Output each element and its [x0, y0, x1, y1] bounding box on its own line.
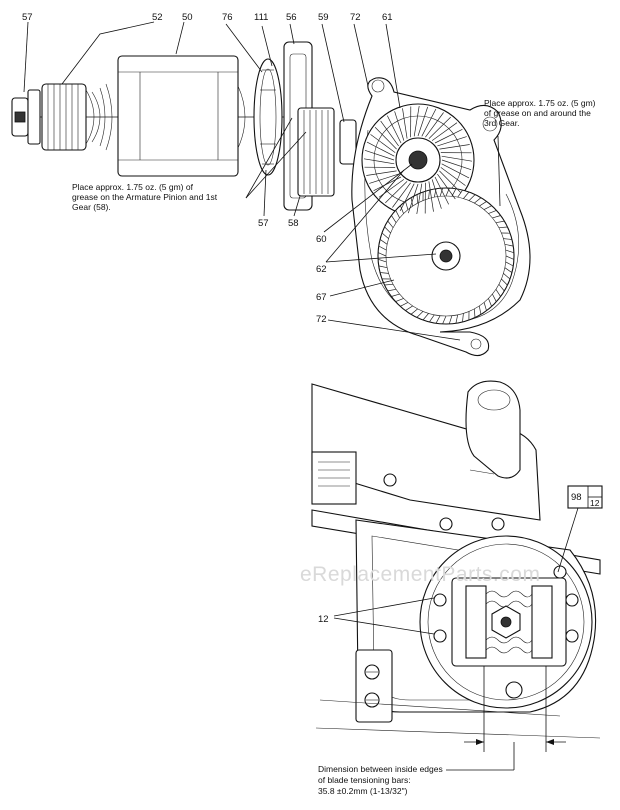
saw-head-assembly: [311, 380, 601, 739]
callout-56: 56: [286, 12, 297, 23]
armature-core-50: [99, 55, 246, 177]
leader-lines-top: [23, 21, 501, 341]
watermark: eReplacementParts.com: [300, 563, 540, 586]
ref-98-sub-label: 12: [590, 498, 600, 508]
callout-59: 59: [318, 12, 329, 23]
dimension-indicator: [446, 666, 566, 771]
bearing-57-left: [11, 89, 41, 145]
callout-52: 52: [152, 12, 163, 23]
ref-98-label: 98: [571, 492, 582, 503]
callout-72-bottom: 72: [316, 314, 327, 325]
gear-67: [377, 187, 515, 325]
note-grease-pinion: Place approx. 1.75 oz. (5 gm) of grease …: [72, 182, 219, 212]
fan-76: [253, 58, 283, 176]
callout-76: 76: [222, 12, 233, 23]
callout-62: 62: [316, 264, 327, 275]
callout-57-left: 57: [22, 12, 33, 23]
callout-61: 61: [382, 12, 393, 23]
callout-72-top: 72: [350, 12, 361, 23]
armature-assembly: [11, 41, 357, 211]
callout-60: 60: [316, 234, 327, 245]
screw-lower-left: [433, 629, 447, 643]
callout-67: 67: [316, 292, 327, 303]
gear-67-teeth: [377, 187, 515, 325]
callout-58: 58: [288, 218, 299, 229]
screw-upper-left: [433, 593, 447, 607]
commutator-52: [41, 83, 101, 151]
spring-lower: [485, 636, 533, 654]
callout-12: 12: [318, 614, 329, 625]
bearing-59: [339, 119, 357, 165]
callout-57-bottom: 57: [258, 218, 269, 229]
pinion-gear-58: [297, 107, 335, 197]
note-grease-3rd-gear: Place approx. 1.75 oz. (5 gm) of grease …: [484, 98, 598, 128]
spring-upper: [485, 590, 533, 608]
reference-box-98: 98 12: [557, 485, 603, 573]
callout-50: 50: [182, 12, 193, 23]
note-dimension: Dimension between inside edges of blade …: [318, 764, 445, 796]
callout-111: 111: [254, 12, 268, 23]
